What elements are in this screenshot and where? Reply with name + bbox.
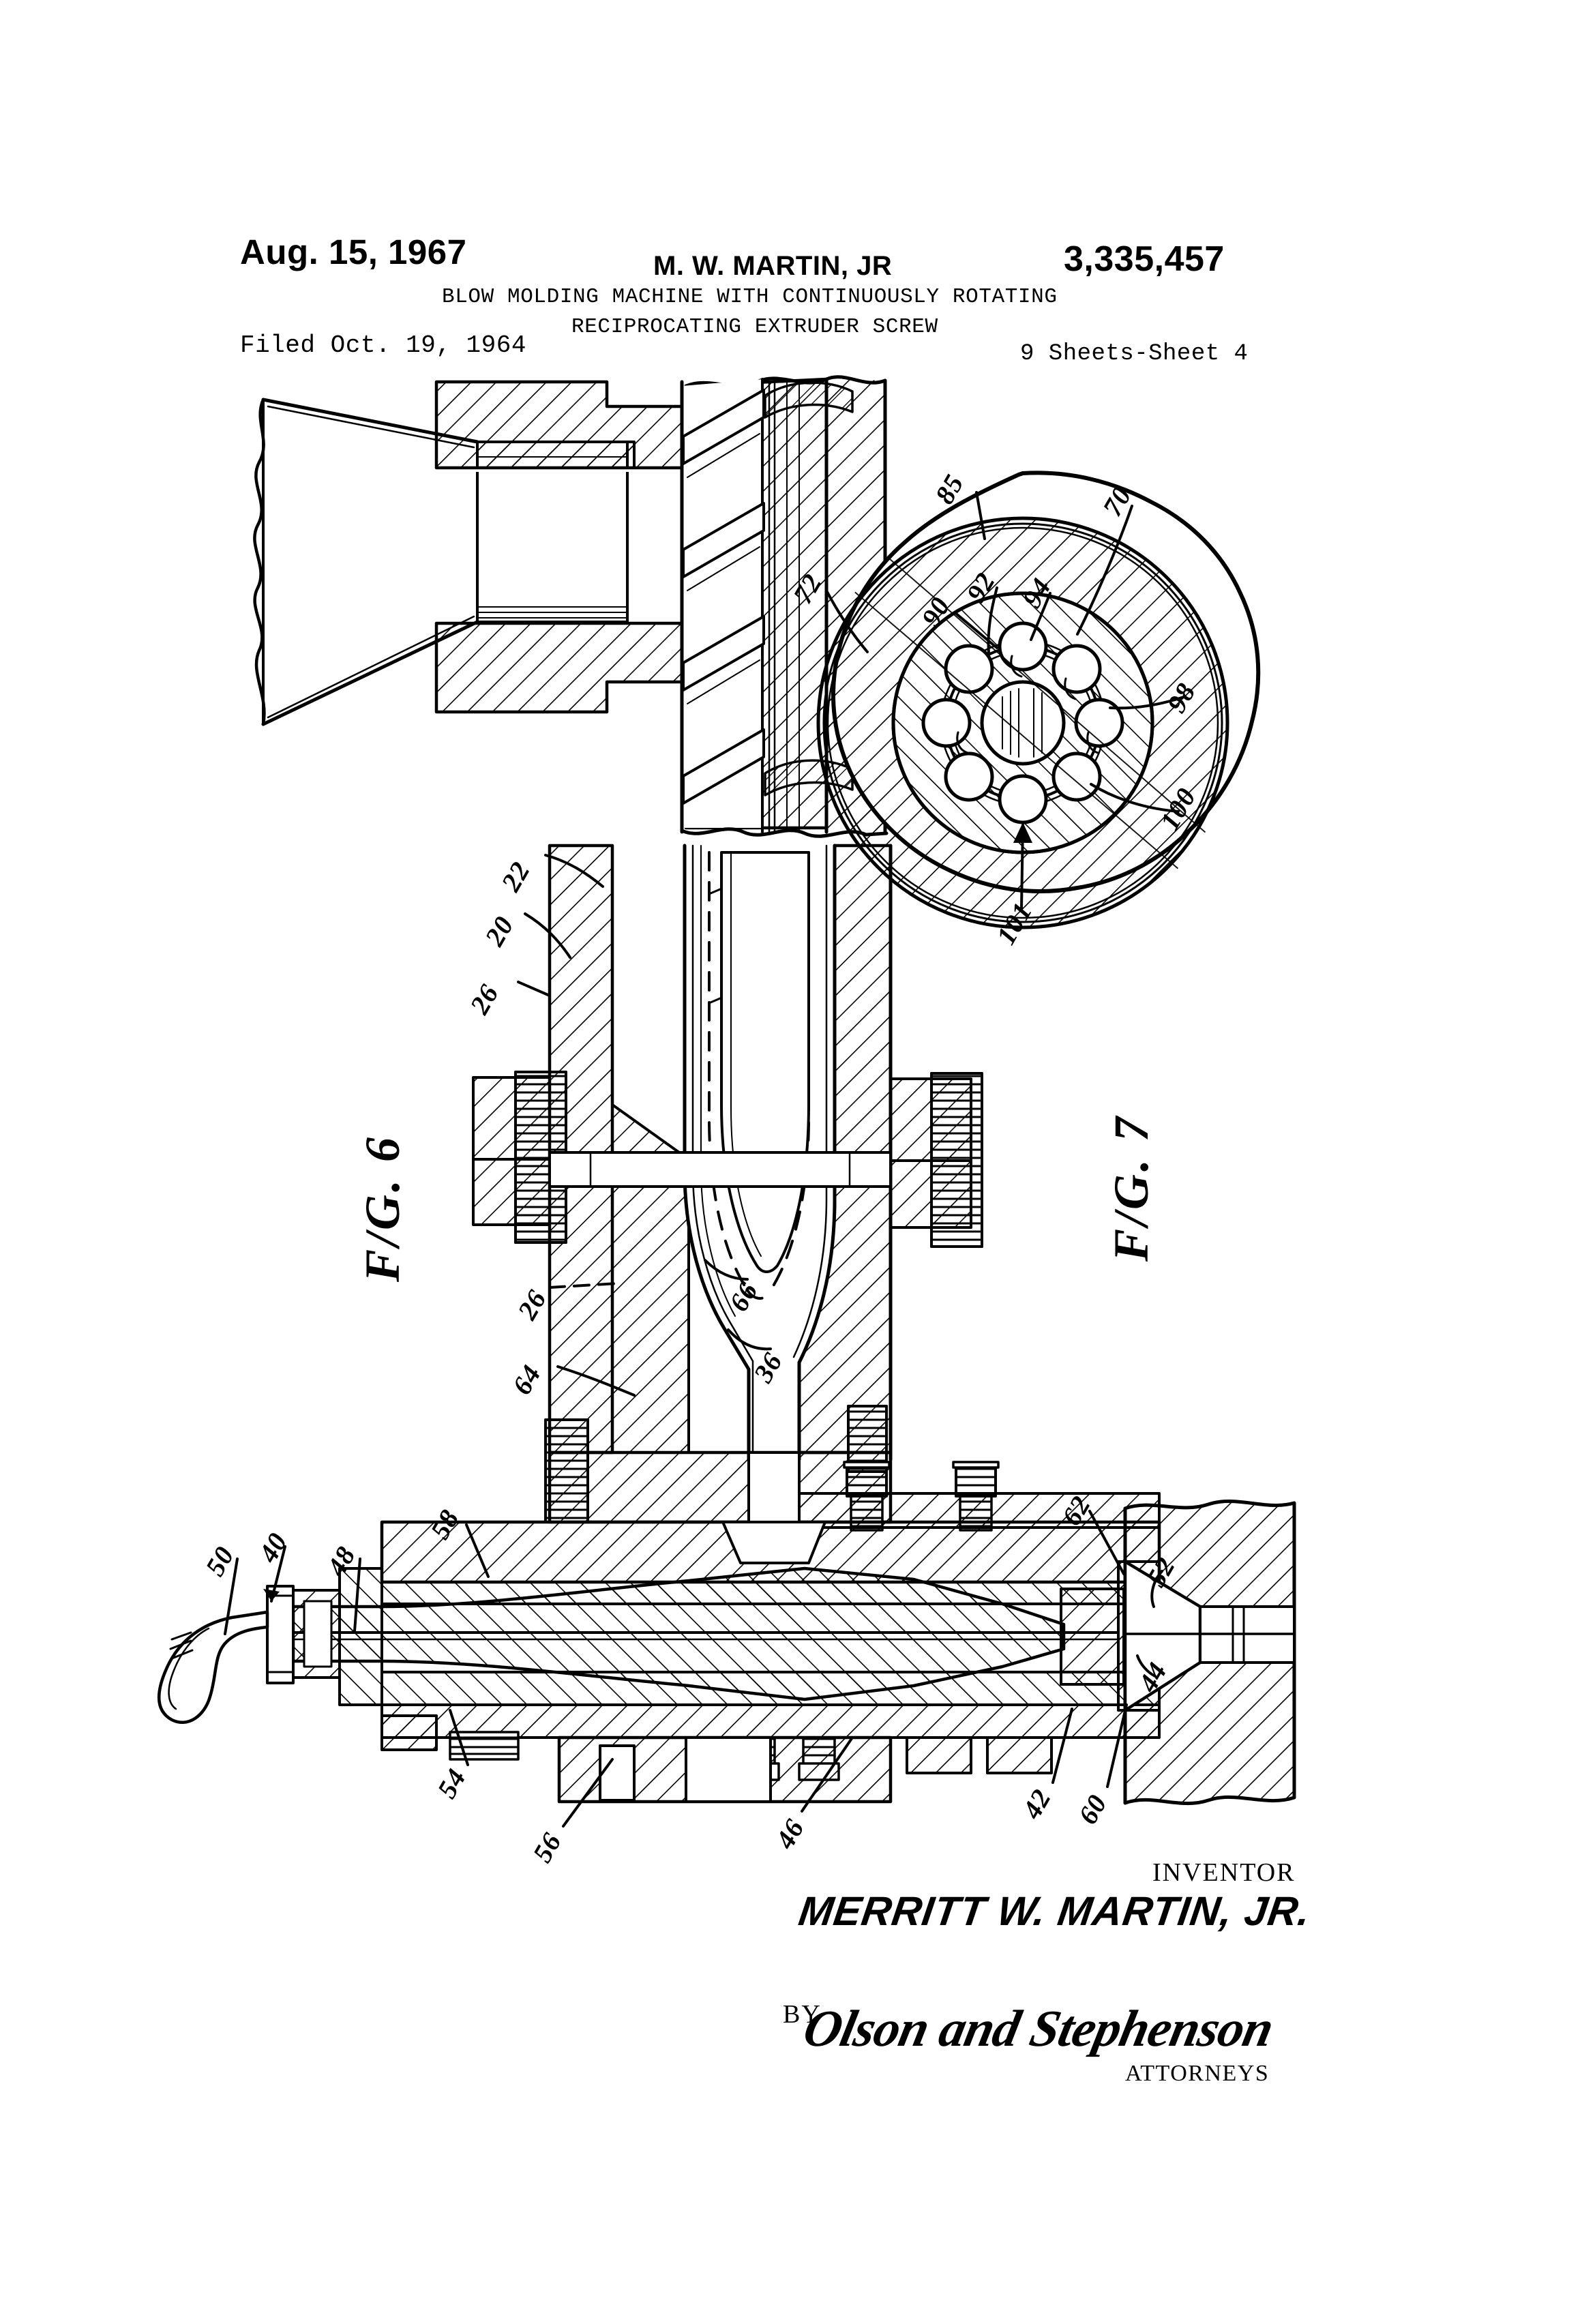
by-caption: BY (783, 2000, 822, 2029)
inventor-header: M. W. MARTIN, JR (653, 251, 893, 281)
barrel-clamp-flange (472, 1071, 983, 1248)
inventor-signature: MERRITT W. MARTIN, JR. (796, 1888, 1314, 1934)
filing-date: Filed Oct. 19, 1964 (240, 331, 526, 359)
crosshead-assembly (157, 1450, 1296, 1806)
sheet-count: 9 Sheets-Sheet 4 (1020, 341, 1249, 367)
extruder-barrel-upper (680, 375, 887, 834)
inventor-caption: INVENTOR (1152, 1858, 1296, 1887)
die-head-block (1123, 1499, 1296, 1806)
figure-7-leader-lines (825, 491, 1185, 910)
sheet-header: Aug. 15, 1967 M. W. MARTIN, JR 3,335,457… (0, 0, 1582, 382)
attorneys-caption: ATTORNEYS (1125, 2061, 1270, 2086)
figure-6-leader-lines (224, 854, 1163, 1828)
feed-throat-collar (434, 380, 691, 714)
patent-issue-date: Aug. 15, 1967 (240, 233, 467, 271)
figure-7-assembly (816, 471, 1261, 929)
figure-6-label: F/G. 6 (355, 1134, 410, 1282)
break-line-upper (680, 827, 889, 838)
patent-number: 3,335,457 (1064, 239, 1225, 279)
figure-7-label: F/G. 7 (1104, 1114, 1159, 1262)
patent-title-line-2: RECIPROCATING EXTRUDER SCREW (571, 315, 938, 339)
patent-title-line-1: BLOW MOLDING MACHINE WITH CONTINUOUSLY R… (442, 285, 1058, 309)
figure-6-assembly (157, 375, 1296, 1828)
attorney-signature: Olson and Stephenson (799, 2000, 1279, 2057)
